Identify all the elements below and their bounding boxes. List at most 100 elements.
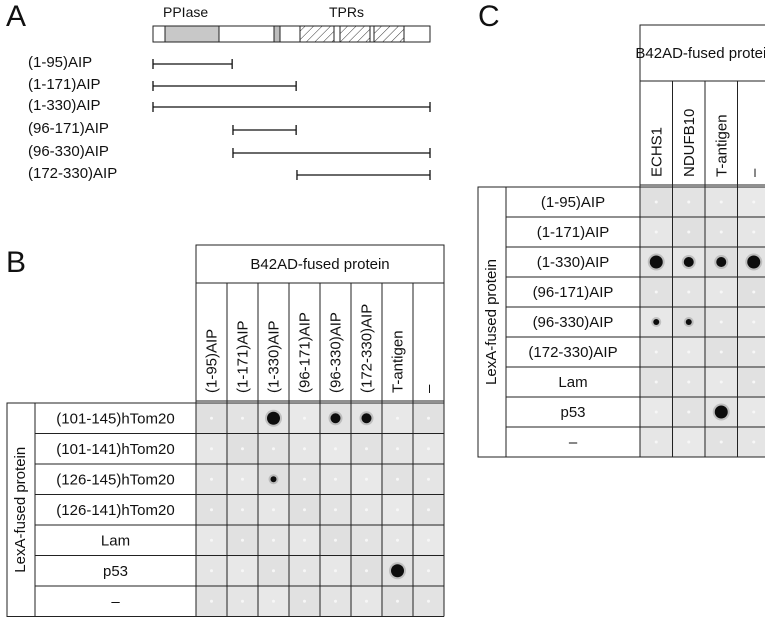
- row-label: (172-330)AIP: [528, 344, 617, 361]
- cell-spot-faint: [427, 538, 430, 542]
- row-label: (126-145)hTom20: [56, 471, 174, 488]
- cell-spot-faint: [210, 538, 213, 542]
- cell-spot-faint: [334, 538, 337, 542]
- cell-spot-faint: [303, 508, 306, 512]
- cell-spot-faint: [303, 477, 306, 481]
- cell-spot-faint: [334, 508, 337, 512]
- cell-spot-faint: [396, 508, 399, 512]
- cell-spot-faint: [303, 569, 306, 573]
- cell-spot-faint: [427, 599, 430, 603]
- cell-spot-faint: [365, 538, 368, 542]
- panel-a-letter: A: [6, 0, 27, 33]
- cell-spot-faint: [334, 599, 337, 603]
- cell-spot-faint: [210, 599, 213, 603]
- cell-spot-faint: [752, 410, 756, 414]
- row-label: (1-95)AIP: [541, 194, 605, 211]
- colony-spot: [267, 411, 280, 425]
- cell-spot-faint: [752, 350, 756, 354]
- row-label: (96-171)AIP: [533, 284, 614, 301]
- cell-spot-faint: [272, 508, 275, 512]
- cell-spot-faint: [427, 416, 430, 420]
- cell-spot-faint: [396, 538, 399, 542]
- cell-spot-faint: [752, 380, 756, 384]
- column-label: –: [421, 384, 438, 393]
- row-header-label: LexA-fused protein: [483, 259, 500, 385]
- tprs-domain-label: TPRs: [329, 4, 364, 20]
- ppiase-domain-label: PPIase: [163, 4, 209, 20]
- colony-spot: [391, 564, 404, 578]
- panel-b-letter: B: [6, 246, 27, 279]
- cell-spot-faint: [396, 447, 399, 451]
- cell-spot-faint: [427, 447, 430, 451]
- cell-spot-faint: [241, 416, 244, 420]
- cell-spot-faint: [241, 538, 244, 542]
- cell-spot-faint: [241, 599, 244, 603]
- cell-spot-faint: [272, 599, 275, 603]
- cell-spot-faint: [241, 508, 244, 512]
- cell-spot-faint: [687, 380, 691, 384]
- cell-spot-faint: [752, 290, 756, 294]
- colony-spot: [716, 257, 727, 267]
- cell-spot-faint: [427, 569, 430, 573]
- blot-cell: [738, 428, 765, 456]
- cell-spot-faint: [210, 477, 213, 481]
- tpr-3: [373, 25, 405, 43]
- cell-spot-faint: [654, 290, 658, 294]
- cell-spot-faint: [687, 290, 691, 294]
- blot-cell: [738, 188, 765, 216]
- cell-spot-faint: [752, 230, 756, 234]
- blot-cell: [738, 338, 765, 366]
- tpr-1: [299, 25, 335, 43]
- cell-spot-faint: [365, 477, 368, 481]
- cell-spot-faint: [654, 200, 658, 204]
- cell-spot-faint: [719, 200, 723, 204]
- cell-spot-faint: [210, 447, 213, 451]
- cell-spot-faint: [396, 599, 399, 603]
- construct-label: (1-95)AIP: [28, 54, 93, 71]
- construct-label: (1-330)AIP: [28, 97, 101, 114]
- row-label: (126-141)hTom20: [56, 502, 174, 519]
- cell-spot-faint: [365, 569, 368, 573]
- construct-label: (96-171)AIP: [28, 120, 109, 137]
- cell-spot-faint: [752, 200, 756, 204]
- blot-cell: [738, 308, 765, 336]
- cell-spot-faint: [427, 508, 430, 512]
- cell-spot-faint: [752, 320, 756, 324]
- colony-spot: [330, 413, 341, 424]
- linker-block: [273, 25, 281, 43]
- blot-cell: [738, 218, 765, 246]
- cell-spot-faint: [303, 447, 306, 451]
- construct-label: (172-330)AIP: [28, 165, 118, 182]
- ppiase-domain: [164, 25, 220, 43]
- row-label: (101-141)hTom20: [56, 441, 174, 458]
- cell-spot-faint: [687, 410, 691, 414]
- cell-spot-faint: [303, 538, 306, 542]
- cell-spot-faint: [210, 569, 213, 573]
- cell-spot-faint: [719, 290, 723, 294]
- cell-spot-faint: [654, 410, 658, 414]
- column-label: T-antigen: [390, 330, 407, 393]
- construct-label: (1-171)AIP: [28, 76, 101, 93]
- cell-spot-faint: [272, 569, 275, 573]
- colony-spot: [747, 255, 761, 269]
- cell-spot-faint: [334, 569, 337, 573]
- column-label: NDUFB10: [681, 109, 698, 177]
- cell-spot-faint: [687, 230, 691, 234]
- row-label: Lam: [558, 374, 587, 391]
- cell-spot-faint: [303, 599, 306, 603]
- colony-spot: [685, 319, 692, 325]
- colony-spot: [361, 413, 372, 424]
- column-label: (1-330)AIP: [266, 320, 283, 393]
- column-label: (96-171)AIP: [297, 312, 314, 393]
- row-header-label: LexA-fused protein: [12, 447, 29, 573]
- row-label: p53: [103, 563, 128, 580]
- cell-spot-faint: [719, 380, 723, 384]
- row-label: (101-145)hTom20: [56, 410, 174, 427]
- cell-spot-faint: [654, 230, 658, 234]
- cell-spot-faint: [210, 508, 213, 512]
- col-header-label: B42AD-fused protein: [250, 256, 389, 273]
- blot-cell: [738, 398, 765, 426]
- cell-spot-faint: [365, 599, 368, 603]
- panel-c-letter: C: [478, 0, 500, 33]
